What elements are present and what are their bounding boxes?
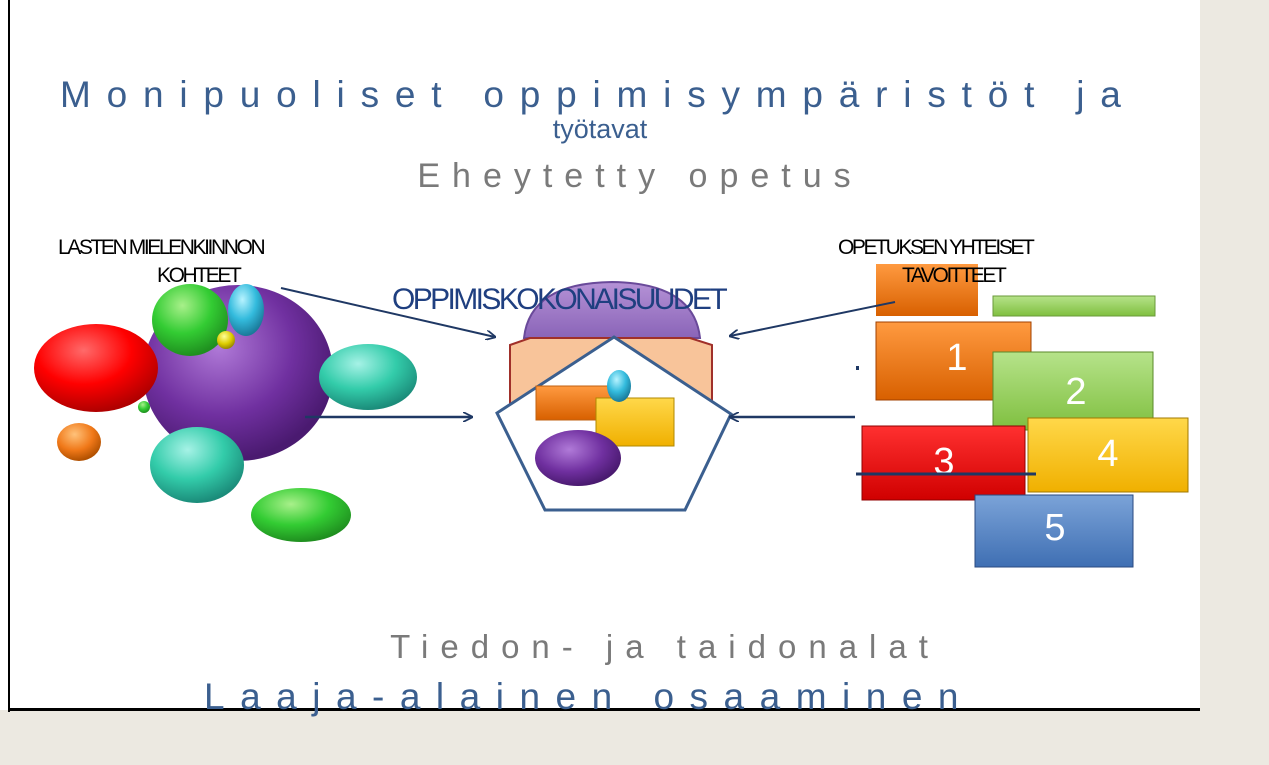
- bubble-teal-right: [319, 344, 417, 410]
- block-top-green: [992, 295, 1156, 317]
- block-3: [861, 425, 1026, 501]
- bubble-red: [34, 324, 158, 412]
- arrows: [280, 287, 896, 417]
- bubble-green-bottom: [251, 488, 351, 542]
- subtitle-tiedon: Tiedon- ja taidonalat: [390, 628, 940, 665]
- bubble-orange-small: [57, 423, 101, 461]
- block-5: [974, 494, 1134, 568]
- block-3-number: 3: [933, 441, 954, 483]
- center-label: OPPIMISKOKONAISUUDET: [392, 283, 728, 316]
- left-label-line-2: KOHTEET: [157, 264, 242, 287]
- slide-border-bottom: [8, 708, 1200, 711]
- bubble-green-top: [152, 284, 228, 356]
- mini-bubble-purple: [535, 430, 621, 486]
- block-4-number: 4: [1097, 433, 1118, 475]
- block-5-number: 5: [1044, 507, 1065, 549]
- dome-purple: [522, 280, 702, 339]
- right-label-line-1: OPETUKSEN YHTEISET: [838, 236, 1035, 259]
- block-2: [992, 351, 1154, 431]
- subtitle-laaja-alainen: Laaja-alainen osaaminen: [204, 676, 974, 717]
- learning-entity-shape: [495, 280, 733, 512]
- left-label-line-1: LASTEN MIELENKIINNON: [58, 236, 266, 259]
- title-line-1: Monipuoliset oppimisympäristöt ja: [60, 74, 1137, 115]
- bubble-teal-bottom: [150, 427, 244, 503]
- block-2-number: 2: [1065, 371, 1086, 413]
- subtitle-eheytetty: Eheytetty opetus: [417, 157, 863, 195]
- bubble-cyan-small: [228, 284, 264, 336]
- right-label-line-2: TAVOITTEET: [902, 264, 1007, 287]
- mini-block-yellow: [595, 397, 675, 447]
- mini-drop-cyan: [607, 370, 631, 402]
- goal-blocks: 1 2 3 4 5: [856, 264, 1189, 568]
- title-line-2: työtavat: [552, 114, 648, 144]
- bubble-green-tiny: [138, 401, 150, 413]
- bubble-yellow-tiny: [217, 331, 235, 349]
- arrow-right-upper: [730, 301, 896, 336]
- block-4: [1027, 417, 1189, 493]
- interest-bubbles: [34, 284, 417, 542]
- block-1-number: 1: [946, 337, 967, 379]
- slide-border-left: [8, 0, 10, 712]
- block-dot: [856, 366, 859, 370]
- arrow-left-upper: [280, 287, 495, 337]
- block-top-orange: [876, 264, 978, 316]
